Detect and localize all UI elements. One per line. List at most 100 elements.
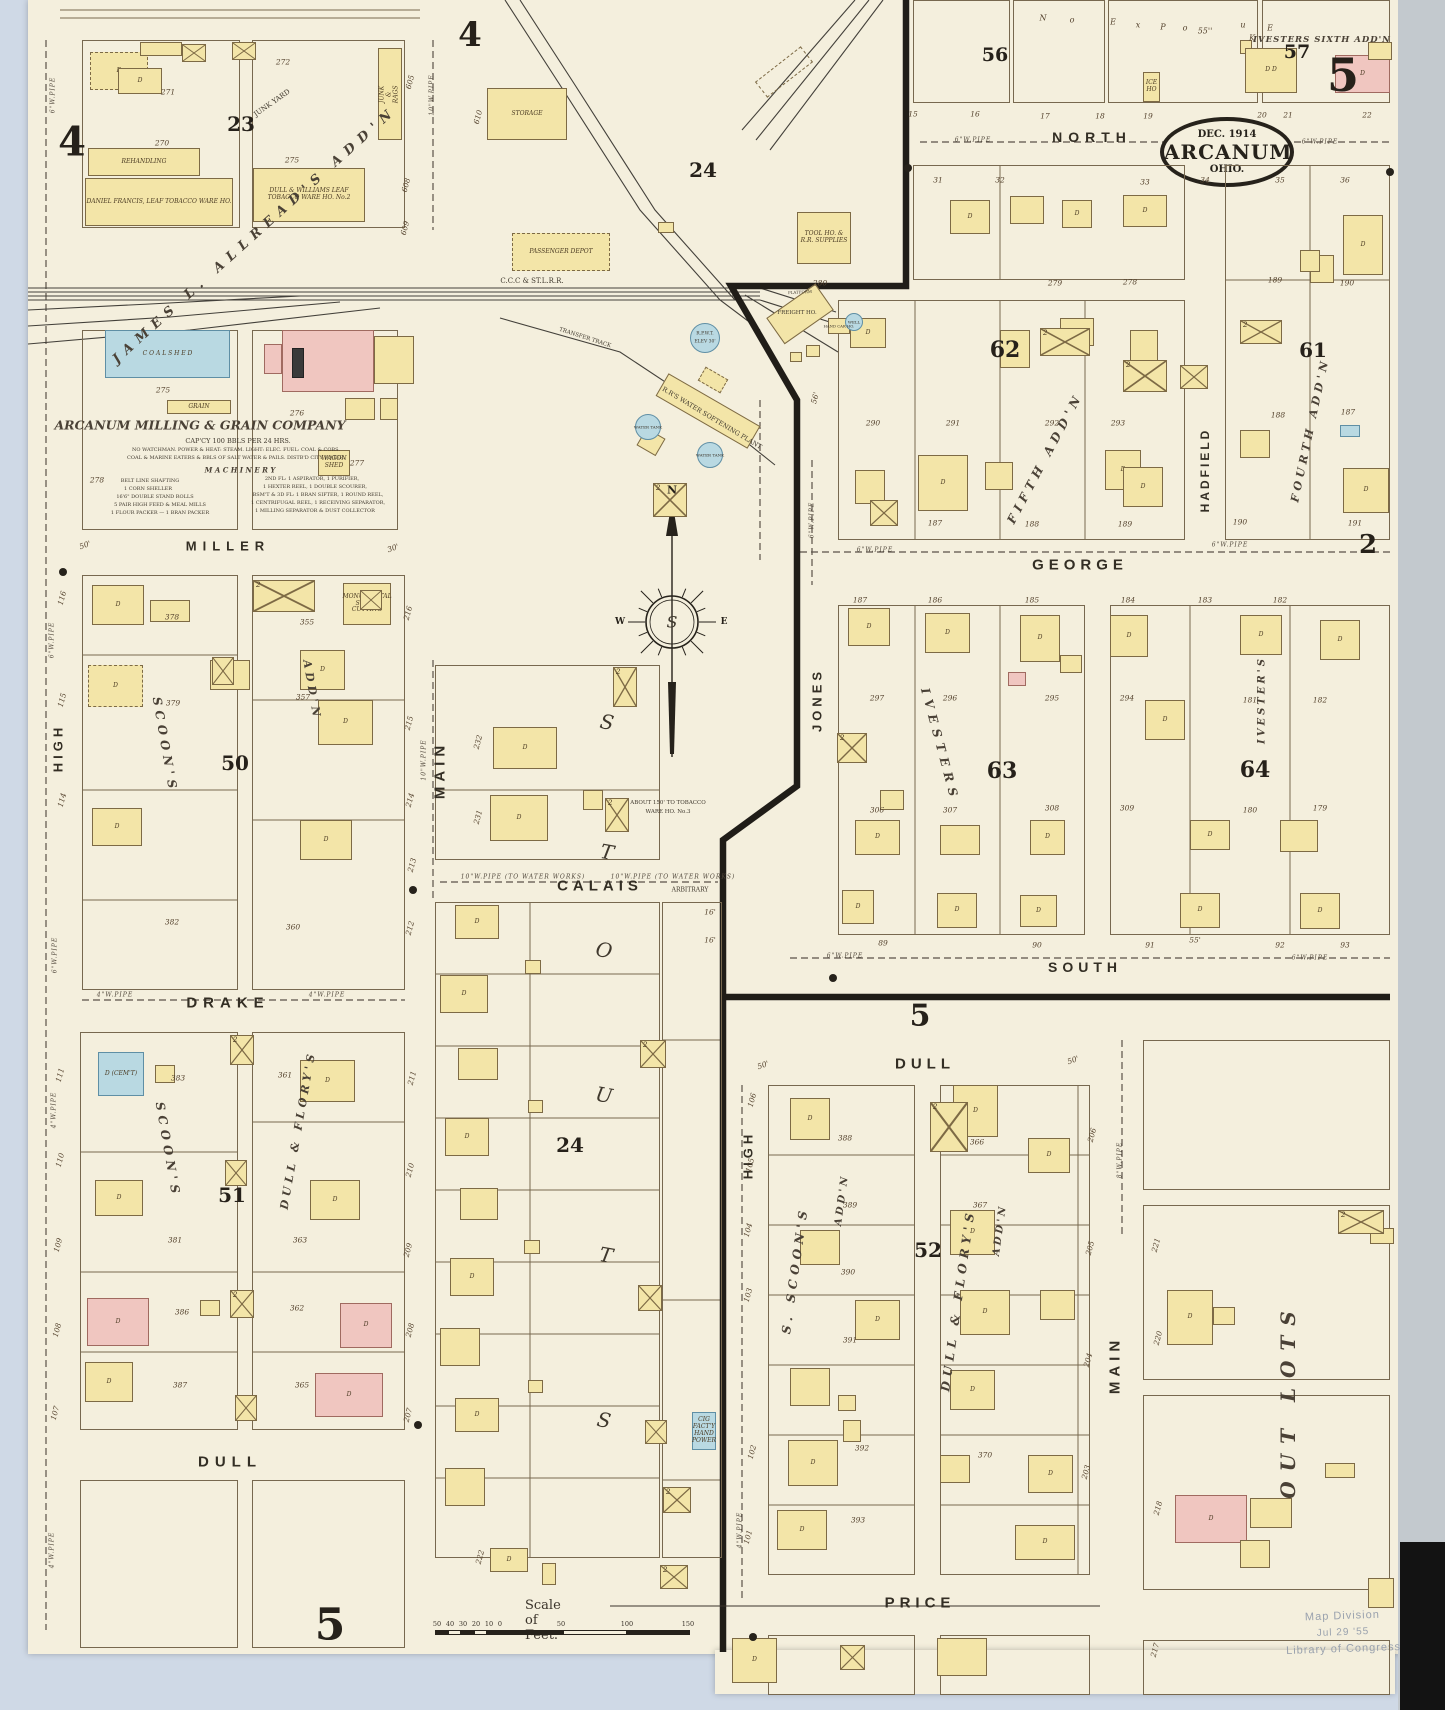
pipe-label: 4"W.PIPE — [308, 991, 346, 999]
building: D — [1020, 615, 1060, 662]
block-outline — [1143, 1395, 1390, 1590]
building — [800, 1230, 840, 1265]
building — [790, 352, 802, 362]
map-number: 275 — [155, 385, 171, 395]
map-number: 89 — [878, 938, 888, 948]
building: D — [1320, 620, 1360, 660]
building: D — [445, 1118, 489, 1156]
building: D — [310, 1180, 360, 1220]
block-outline — [1108, 0, 1258, 103]
oh-marker — [904, 164, 912, 172]
block-outline — [838, 300, 1185, 540]
shed-x: 2 — [230, 1290, 254, 1318]
map-number: 16' — [704, 935, 716, 945]
building: D (CEM'T) — [98, 1052, 144, 1096]
block-outline — [1143, 1640, 1390, 1695]
compass-monogram: S — [666, 612, 678, 632]
map-number: 393 — [850, 1515, 866, 1525]
pipe-label: 4"W.PIPE — [50, 1091, 58, 1129]
map-number: 390 — [840, 1267, 856, 1277]
map-number: 184 — [1120, 595, 1136, 605]
map-line — [640, 590, 654, 604]
map-number: 307 — [942, 805, 958, 815]
margin-letter: o — [1069, 15, 1075, 25]
addition-label: IVESTERS SIXTH ADD'N — [1253, 35, 1391, 45]
map-number: 276 — [289, 408, 305, 418]
map-number: 189 — [1117, 519, 1133, 529]
pipe-label: 10"W.PIPE (TO WATER WORKS) — [610, 873, 736, 881]
map-number: 383 — [170, 1073, 186, 1083]
building: D — [937, 893, 977, 928]
building: ICE HO — [1143, 72, 1160, 102]
block-outline — [435, 665, 660, 860]
building — [1368, 42, 1392, 60]
block-outline — [252, 1480, 405, 1648]
block-number: 5 — [314, 1599, 346, 1651]
map-number: 272 — [275, 57, 291, 67]
building: D — [1190, 820, 1230, 850]
block-number: 5 — [1326, 48, 1360, 102]
building: D — [85, 1362, 133, 1402]
railroad-track — [769, 0, 884, 151]
scale-tick: 40 — [445, 1620, 455, 1628]
building: D — [855, 1300, 900, 1340]
building — [528, 1100, 543, 1113]
map-number: 188 — [1270, 410, 1286, 420]
street-label-main: MAIN — [1106, 1335, 1124, 1395]
block-number: 23 — [227, 112, 255, 136]
map-line — [681, 646, 687, 656]
block-outline — [768, 1085, 915, 1575]
building — [1340, 425, 1360, 437]
building — [200, 1300, 220, 1316]
map-number: 367 — [972, 1200, 988, 1210]
mill-description: 1 HEXTER REEL, 1 DOUBLE SCOURER, — [263, 484, 367, 490]
building: D — [950, 1370, 995, 1410]
railroad-track — [755, 0, 870, 141]
map-number: 378 — [164, 612, 180, 622]
pipe-label: 10"W.PIPE — [420, 739, 428, 781]
block-number: 56 — [981, 44, 1009, 66]
building: PASSENGER DEPOT — [512, 233, 610, 271]
building: D — [1062, 200, 1092, 228]
compass-w: W — [614, 617, 626, 627]
compass-e: E — [720, 617, 728, 627]
map-number: 187 — [927, 518, 943, 528]
map-number: 277 — [349, 458, 365, 468]
shed-x: 2 — [1240, 320, 1282, 344]
margin-letter: E — [1110, 17, 1116, 27]
block-outline — [913, 0, 1010, 103]
scale-segment — [500, 1630, 563, 1635]
building: D — [92, 808, 142, 846]
building: D — [490, 1548, 528, 1572]
margin-letter: 55'' — [1197, 26, 1213, 36]
shed-x — [645, 1420, 667, 1444]
block-outline — [252, 1032, 405, 1430]
map-number: 294 — [1119, 693, 1135, 703]
pipe-label: 6"W.PIPE — [49, 76, 57, 114]
map-number: 188 — [1024, 519, 1040, 529]
map-number: 290 — [865, 418, 881, 428]
shed-x — [1180, 365, 1208, 389]
map-annotation: C.C.C & ST.L.R.R. — [500, 277, 564, 285]
mill-description: CAP'CY 100 BBLS PER 24 HRS. — [185, 437, 291, 445]
shed-x: 2 — [640, 1040, 666, 1068]
building: D — [848, 608, 890, 646]
building — [345, 398, 375, 420]
page-edge-dark-corner — [1400, 1542, 1445, 1710]
building: D — [440, 975, 488, 1013]
building: D — [315, 1373, 383, 1417]
water-feature — [845, 313, 863, 331]
block-number: 24 — [689, 158, 717, 182]
map-annotation: R.P.W.T. — [696, 331, 714, 337]
oh-marker — [409, 886, 417, 894]
map-number: 17 — [1040, 111, 1050, 121]
map-number: 179 — [1312, 803, 1328, 813]
building — [460, 1188, 498, 1220]
scale-tick: 100 — [620, 1620, 634, 1628]
building: C O A L S H E D — [105, 330, 230, 378]
map-number: 90 — [1032, 940, 1042, 950]
block-outline — [1143, 1040, 1390, 1190]
map-number: 20 — [1257, 110, 1267, 120]
map-state: OHIO. — [1209, 164, 1245, 175]
